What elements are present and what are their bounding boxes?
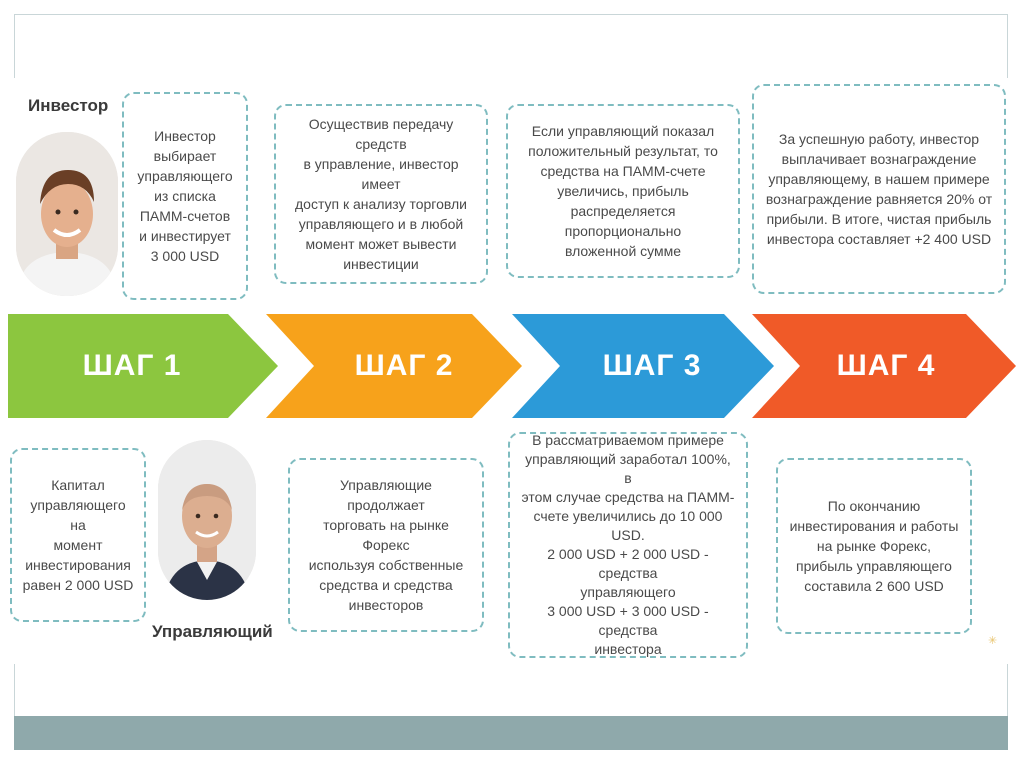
investor-photo-icon [16,132,118,296]
step2-bottom-text: Управляющие продолжает торговать на рынк… [300,475,472,615]
investor-label: Инвестор [28,96,108,116]
manager-label: Управляющий [152,622,273,642]
step4-bottom-text: По окончанию инвестирования и работы на … [790,496,959,596]
step2-bottom-box: Управляющие продолжает торговать на рынк… [288,458,484,632]
step4-label: ШАГ 4 [752,314,1020,418]
step1-investor-text: Инвестор выбирает управляющего из списка… [137,126,232,266]
investor-avatar [16,132,118,296]
step2-top-text: Осуществив передачу средств в управление… [286,114,476,274]
footer-bar [14,716,1008,750]
manager-photo-icon [158,440,256,600]
decorative-star-icon: ✳ [988,634,997,647]
step3-top-text: Если управляющий показал положительный р… [518,121,728,261]
manager-capital-box: Капитал управляющего на момент инвестиро… [10,448,146,622]
step1-investor-box: Инвестор выбирает управляющего из списка… [122,92,248,300]
step2-top-box: Осуществив передачу средств в управление… [274,104,488,284]
step4-bottom-box: По окончанию инвестирования и работы на … [776,458,972,634]
step4-top-box: За успешную работу, инвестор выплачивает… [752,84,1006,294]
step4-arrow: ШАГ 4 [752,314,1016,418]
step3-label: ШАГ 3 [512,314,792,418]
manager-capital-text: Капитал управляющего на момент инвестиро… [22,475,134,595]
step3-arrow: ШАГ 3 [512,314,774,418]
step1-arrow: ШАГ 1 [8,314,278,418]
step2-arrow: ШАГ 2 [266,314,522,418]
step4-top-text: За успешную работу, инвестор выплачивает… [766,129,992,249]
step1-label: ШАГ 1 [8,314,256,418]
step3-top-box: Если управляющий показал положительный р… [506,104,740,278]
step3-bottom-text: В рассматриваемом примере управляющий за… [520,431,736,659]
manager-avatar [158,440,256,600]
step2-label: ШАГ 2 [266,314,542,418]
step3-bottom-box: В рассматриваемом примере управляющий за… [508,432,748,658]
